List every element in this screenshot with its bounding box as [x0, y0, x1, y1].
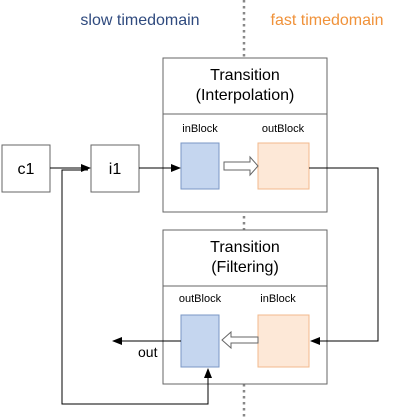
slow-timedomain-label: slow timedomain	[80, 12, 199, 29]
block-i1-label: i1	[109, 161, 122, 178]
inblock-label: inBlock	[260, 293, 296, 305]
outblock-slow	[180, 314, 220, 368]
interpolation-arrow-icon	[223, 155, 259, 177]
inblock-fast	[257, 314, 310, 368]
outblock-label: outBlock	[262, 123, 305, 135]
edge-outblock-to-filter-inblock	[309, 167, 379, 345]
transition-interpolation-title: Transition	[210, 67, 280, 84]
transition-filtering: Transition (Filtering) outBlock inBlock	[162, 229, 328, 385]
transition-filtering-title: Transition	[210, 239, 280, 256]
inblock-slow	[180, 142, 220, 190]
edge-feedback-to-c1-input	[61, 169, 209, 405]
transition-filtering-subtitle: (Filtering)	[211, 259, 279, 276]
transition-interpolation: Transition (Interpolation) inBlock outBl…	[162, 57, 328, 213]
fast-timedomain-label: fast timedomain	[271, 12, 384, 29]
inblock-label: inBlock	[182, 123, 218, 135]
transition-filtering-header	[162, 229, 328, 287]
output-label: out	[138, 344, 158, 360]
block-c1-label: c1	[18, 161, 35, 178]
outblock-label: outBlock	[179, 293, 222, 305]
transition-interpolation-subtitle: (Interpolation)	[196, 87, 295, 104]
filtering-arrow-icon	[221, 330, 259, 350]
outblock-fast	[257, 142, 310, 190]
